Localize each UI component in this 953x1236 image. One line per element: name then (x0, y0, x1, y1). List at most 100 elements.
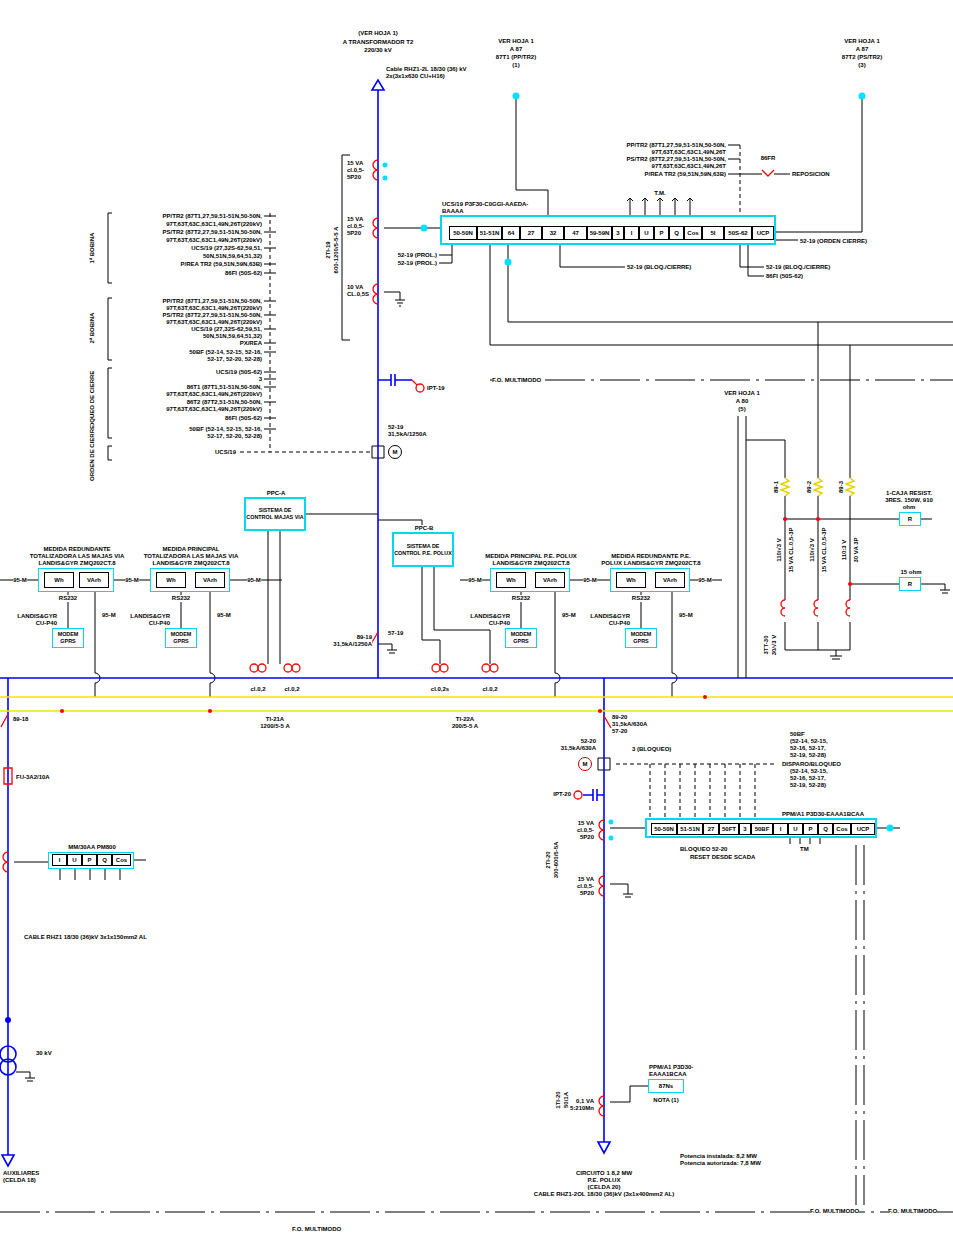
annotation-label: Potencia instalada: 8,2 MW (680, 1153, 757, 1160)
annotation-label: 50BF (790, 731, 805, 738)
annotation-label: 95-M (102, 612, 116, 619)
annotation-label: 89-20 (612, 714, 627, 721)
node-body: 50-50N (453, 230, 473, 237)
node-body: 3 (616, 230, 619, 237)
annotation-label: 3 (259, 376, 262, 383)
annotation-label: (5) (738, 406, 745, 413)
annotation-label: 3 (BLOQUEO) (632, 746, 671, 753)
annotation-label: 220/30 kV (364, 47, 391, 54)
annotation-label: 97T,63T,63C,63C1,49N,26T(220kV) (166, 305, 262, 312)
control-wiring (0, 96, 953, 1102)
energy-meter: MEDIDA PRINCIPAL P.E. POLUX LANDIS&GYR Z… (490, 568, 570, 592)
blue-busbar (583, 789, 604, 801)
annotation-label: 52-19 (ORDEN CIERRE) (800, 238, 867, 245)
dashed-signal-line (240, 145, 775, 818)
fiber-terminal (609, 820, 614, 825)
current-transformer (432, 664, 440, 672)
edge-label: RS232 (172, 595, 190, 602)
node-body: 27 (708, 826, 715, 833)
meter-register: Wh (156, 572, 186, 588)
node-body: 32 (550, 230, 557, 237)
node-text: I (780, 826, 782, 833)
node-text: Q (102, 857, 107, 864)
energy-meter: MEDIDA REDUNDANTE P.E. POLUX LANDIS&GYR … (610, 568, 690, 592)
fuse-symbol (814, 478, 822, 496)
control-wiring (378, 520, 490, 664)
annotation-label: PP/TR2 (87T1,27,59,51-51N,50-50N, (627, 142, 726, 149)
node-heading: MEDIDA PRINCIPAL P.E. POLUX LANDIS&GYR Z… (481, 553, 581, 567)
node-text: P (87, 857, 91, 864)
node-heading: 1-CAJA RESIST. 3RES. 150W, 910 ohm (878, 490, 940, 511)
node-body: 50S-62 (728, 230, 747, 237)
fiber-terminal (887, 825, 894, 832)
annotation-label: (CELDA 20) (588, 1184, 621, 1191)
annotation-label: 97T,63T,63C,63C1,49N,26T(220kV) (166, 391, 262, 398)
annotation-label: 52-19 (BLOQ./CIERRE) (627, 264, 691, 271)
node-body: VArh (87, 577, 101, 584)
node-text: Wh (506, 577, 515, 584)
relay-function-cell: 50BF (751, 823, 773, 835)
resistor-box: 1-CAJA RESIST. 3RES. 150W, 910 ohmR (899, 512, 921, 526)
node-text: MODEM GPRS (166, 631, 196, 645)
annotation-label: DISPARO/BLOQUEO (782, 761, 841, 768)
annotation-label: CL.0,5S (347, 291, 369, 298)
annotation-label: (VER HOJA 1) (358, 30, 397, 37)
annotation-label: 30 kV (36, 1050, 52, 1057)
fiber-terminal (609, 836, 614, 841)
meter-register: VArh (195, 572, 225, 588)
current-transformer (416, 384, 424, 392)
annotation-label: PS/TR2 (87T2,27,59,51-51N,50-50N, (163, 312, 262, 319)
annotation-label: A 87 (510, 46, 522, 53)
node-text: 64 (508, 230, 515, 237)
annotation-label: 52-16, 52-17, (790, 745, 826, 752)
node-body: 51-51N (480, 230, 500, 237)
control-wiring (785, 622, 850, 659)
relay-function-cell: UCP (851, 823, 875, 835)
control-wiring (384, 228, 440, 229)
control-wiring (785, 496, 850, 600)
node-text: 5I (710, 230, 715, 237)
annotation-label: 97T,63T,63C,63C1,49N,26T(220kV) (166, 221, 262, 228)
relay-function-cell: Cos (833, 823, 851, 835)
annotation-label: BLOQUEO 52-20 (680, 846, 727, 853)
control-wiring (268, 514, 378, 664)
fiber-terminal (505, 259, 512, 266)
annotation-label: 15 VA (578, 876, 594, 883)
annotation-label: 89-19 (357, 634, 372, 641)
annotation-label: 86FI (50S-62) (225, 415, 262, 422)
annotation-label: 15 VA (347, 160, 363, 167)
node-body: UCP (757, 230, 770, 237)
node-heading: PPM/A1 P3D30-EAAA1BCAA (649, 1064, 719, 1078)
annotation-label: (CELDA 18) (3, 1177, 36, 1184)
annotation-label: 52-16, 52-17, (790, 775, 826, 782)
annotation-label: 1200/5-5 A (260, 723, 289, 730)
node-body: M (393, 449, 398, 456)
protection-relay: UCS/19 P3F30-C0GGI-AAEDA-BAAAA50-50N51-5… (440, 215, 776, 245)
current-transformer (599, 876, 604, 896)
annotation-label: 31,5kA/1250A (333, 641, 372, 648)
node-text: 27 (708, 826, 715, 833)
protection-relay: PPM/A1 P3D30-EAAA1BCAA50-50N51-51N2750FT… (645, 818, 877, 838)
node-body: MODEM GPRS (166, 631, 196, 645)
meter-register: Wh (44, 572, 74, 588)
annotation-label: 97T,63T,63C,63C1,49N,26T(220kV) (166, 319, 262, 326)
annotation-label: 5P20 (580, 834, 594, 841)
annotation-label: PP/TR2 (87T1,27,59,51-51N,50-50N, (163, 213, 262, 220)
annotation-label: VER HOJA 1 (844, 38, 879, 45)
annotation-label: A 80 (736, 398, 748, 405)
annotation-label: 87T2 (PS/TR2) (842, 54, 882, 61)
measure-cell: Cos (112, 854, 131, 866)
annotation-label: 97T,63T,63C,63C1,49N,26T (652, 149, 726, 156)
node-text: 27 (528, 230, 535, 237)
current-transformer (781, 600, 850, 616)
annotation-label: 95-M (698, 577, 712, 584)
node-body: 50FT (722, 826, 736, 833)
annotation-label: A TRANSFORMADOR T2 (343, 39, 413, 46)
annotation-label: 10 VA (347, 284, 363, 291)
node-text: U (793, 826, 797, 833)
annotation-label: A 87 (856, 46, 868, 53)
blue-busbar (372, 80, 384, 90)
relay-function-cell: Q (669, 226, 684, 240)
fiber-terminal (421, 225, 428, 232)
annotation-label: CABLE RHZ1 18/30 (36)kV 3x1x150mm2 AL (24, 934, 147, 941)
